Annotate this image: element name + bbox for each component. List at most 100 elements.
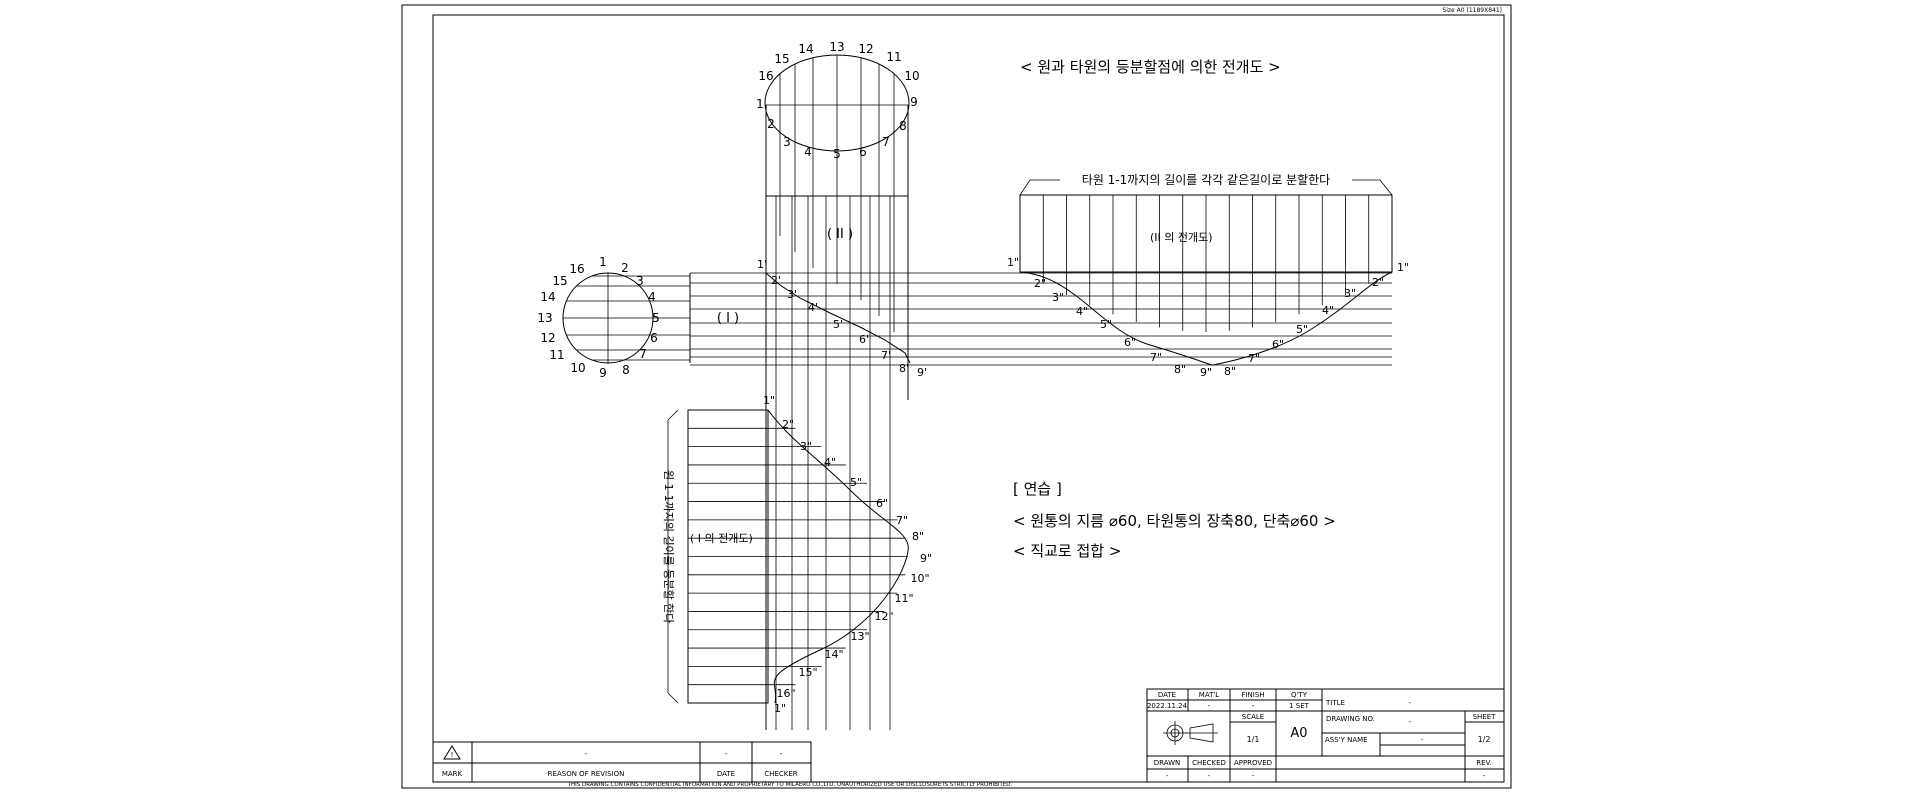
- tb-matl-label: MAT'L: [1199, 691, 1219, 699]
- circle-point-label: 13: [537, 311, 552, 325]
- dev1-point-label: 13": [850, 630, 869, 643]
- ellipse-generator-lines: [779, 55, 895, 332]
- development-I: 원 1-1까지의 길이를 등분할 한다 ( I 의 전개도) 1"2"3"4"5…: [662, 394, 932, 715]
- practice-line1: < 원통의 지름 ⌀60, 타원통의 장축80, 단축⌀60 >: [1013, 512, 1336, 530]
- dev1-point-label: 2": [782, 418, 794, 431]
- tb-sheet-label: SHEET: [1473, 713, 1497, 721]
- dev1-point-label: 6": [876, 497, 888, 510]
- tb-scale-label: SCALE: [1242, 713, 1264, 721]
- tb-rev-label: REV.: [1476, 759, 1491, 767]
- dev2-point-label: 6": [1272, 338, 1284, 351]
- dev2-point-label: 8": [1224, 365, 1236, 378]
- circle-point-label: 3: [636, 274, 644, 288]
- tb-title-label: TITLE: [1325, 699, 1345, 707]
- ellipse-point-label: 10: [904, 69, 919, 83]
- rev-checker-header: CHECKER: [764, 770, 797, 778]
- rev-checker-value: -: [780, 750, 783, 758]
- junction-point-label: 6': [859, 333, 869, 346]
- circle-generator-lines: [563, 275, 690, 361]
- rev-date-header: DATE: [717, 770, 735, 778]
- circle-point-label: 12: [540, 331, 555, 345]
- dev2-point-label: 2": [1034, 277, 1046, 290]
- tb-assy-value: -: [1421, 736, 1424, 744]
- ellipse-point-label: 15: [774, 52, 789, 66]
- dev1-label: ( I 의 전개도): [690, 532, 753, 545]
- dev1-point-label: 4": [824, 456, 836, 469]
- tb-qty-label: Q'TY: [1291, 691, 1308, 699]
- dev2-point-label: 8": [1174, 363, 1186, 376]
- circle-point-label: 4: [648, 290, 656, 304]
- horizontal-projection-lines: [690, 196, 1392, 730]
- tb-rev-value: -: [1483, 772, 1486, 780]
- dev2-point-label: 5": [1296, 323, 1308, 336]
- dev1-point-label: 15": [798, 666, 817, 679]
- tb-approved-label: APPROVED: [1234, 759, 1272, 767]
- dev1-point-label: 8": [912, 530, 924, 543]
- ellipse-point-label: 7: [882, 135, 890, 149]
- dev1-point-label: 9": [920, 552, 932, 565]
- tb-size-value: A0: [1290, 726, 1307, 741]
- dev2-point-label: 2": [1372, 276, 1384, 289]
- ellipse-point-label: 12: [858, 42, 873, 56]
- ellipse-point-label: 14: [798, 42, 813, 56]
- circle-point-label: 8: [622, 363, 630, 377]
- dev1-point-label: 11": [894, 592, 913, 605]
- tb-approved-value: -: [1252, 772, 1255, 780]
- ellipse-point-label: 8: [899, 119, 907, 133]
- main-title: < 원과 타원의 등분할점에 의한 전개도 >: [1020, 58, 1281, 76]
- ellipse-point-label: 3: [783, 135, 791, 149]
- ellipse-point-label: 2: [767, 117, 775, 131]
- circle-point-label: 14: [540, 290, 555, 304]
- tb-checked-value: -: [1208, 772, 1211, 780]
- dev2-label: (II 의 전개도): [1150, 231, 1213, 244]
- ellipse-point-label: 5: [833, 147, 841, 161]
- dev1-point-labels: 1"2"3"4"5"6"7"8"9"10"11"12"13"14"15"16"1…: [763, 394, 932, 715]
- junction-point-label: 8': [899, 362, 909, 375]
- dev1-point-label: 16": [776, 687, 795, 700]
- dev1-point-label: 1": [763, 394, 775, 407]
- tb-finish-label: FINISH: [1241, 691, 1264, 699]
- tb-finish-value: -: [1252, 702, 1255, 710]
- rev-mark-header: MARK: [442, 770, 463, 778]
- tb-sheet-value: 1/2: [1478, 735, 1491, 744]
- confidential-note: THIS DRAWING CONTAINS CONFIDENTIAL INFOR…: [567, 782, 1013, 788]
- dev2-point-label: 3": [1052, 291, 1064, 304]
- circle-point-label: 1: [599, 255, 607, 269]
- dev1-point-label: 5": [850, 476, 862, 489]
- rev-date-value: -: [725, 750, 728, 758]
- circle-point-label: 15: [552, 274, 567, 288]
- ellipse-point-label: 13: [829, 40, 844, 54]
- dev1-point-label: 3": [800, 440, 812, 453]
- ellipse-point-label: 6: [859, 145, 867, 159]
- label-I: ( I ): [717, 311, 739, 326]
- junction-point-label: 9': [917, 366, 927, 379]
- label-II: ( II ): [827, 227, 853, 242]
- intersection-curve: [765, 272, 911, 364]
- dev1-curve: [767, 409, 909, 704]
- dev1-point-label: 7": [896, 514, 908, 527]
- dev2-point-label: 7": [1248, 352, 1260, 365]
- junction-point-label: 4': [808, 301, 818, 314]
- junction-point-labels: 1'2'3'4'5'6'7'8'9': [757, 258, 927, 379]
- dev1-leader: [667, 409, 679, 704]
- dev2-point-label: 4": [1322, 304, 1334, 317]
- circle-point-label: 5: [652, 311, 660, 325]
- practice-heading: [ 연습 ]: [1013, 480, 1062, 498]
- tb-date-label: DATE: [1158, 691, 1176, 699]
- ellipse-point-label: 4: [804, 145, 812, 159]
- dev1-point-label: 1": [774, 702, 786, 715]
- junction-point-label: 7': [881, 349, 891, 362]
- ellipse-point-label: 1: [756, 97, 764, 111]
- title-block: DATE 2022.11.24 MAT'L - FINISH - Q'TY 1 …: [1146, 688, 1505, 783]
- dev1-point-label: 10": [910, 572, 929, 585]
- svg-text:!: !: [451, 751, 454, 759]
- dev2-grid-lines: [1042, 195, 1370, 332]
- tb-scale-value: 1/1: [1247, 735, 1260, 744]
- dev1-grid-lines: [688, 427, 908, 686]
- dev2-point-label: 1": [1397, 261, 1409, 274]
- ellipse-point-label: 16: [758, 69, 773, 83]
- tb-title-value: -: [1409, 699, 1412, 707]
